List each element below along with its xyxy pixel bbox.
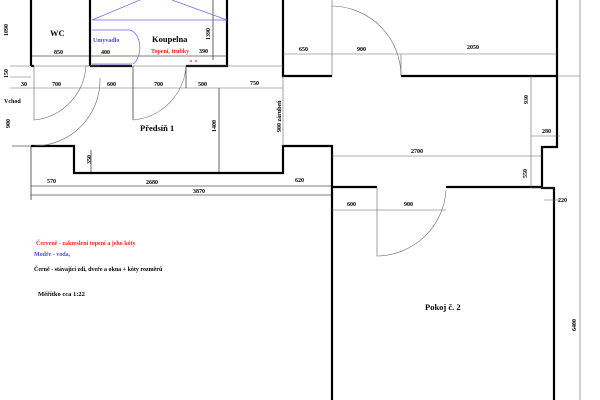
dim-label: 600 [107,82,116,88]
dim-label: 150 [4,69,10,78]
legend: Červeně - zakreslení topení a jeho kóty … [34,239,163,298]
dim-label: 500 [198,82,207,88]
room-koupelna-label: Koupelna [152,34,188,44]
dim-label: 600 [347,202,356,208]
dim-label: 2700 [411,149,423,155]
heating-pipe-marker [190,60,192,62]
dim-label: 900 [6,119,12,128]
dim-label: 570 [47,179,56,185]
dim-label: 700 [154,82,163,88]
dim-label: 2680 [146,180,158,186]
entrance-label: Vchod [4,99,21,105]
dimension-lines [10,0,581,400]
room-predsin-label: Předsíň 1 [140,123,174,133]
dim-label: 220 [558,198,567,204]
heating-pipe-marker [195,60,197,62]
doors [33,5,447,257]
dim-label: 390 [199,49,208,55]
dim-label: 550 [523,169,529,178]
dim-label: 850 [54,50,63,56]
dim-label: 930 [524,95,530,104]
legend-blue: Modře - voda, [34,252,71,258]
room-wc-label: WC [50,28,65,38]
dim-label: 700 [52,82,61,88]
walls [29,0,559,400]
dim-label: 350 [87,155,93,164]
heating-label: Topení, trubky [151,49,189,55]
dim-label: 2050 [467,45,479,51]
scale-label: Měřítko cca 1:22 [38,291,85,298]
sink-label: Umyvadlo [93,38,119,44]
dim-label: 6400 [572,319,578,331]
dim-label: 280 [542,129,551,135]
dim-label: 900 [357,47,366,53]
dimension-labels: 1090 850 400 1390 390 150 30 700 600 700… [4,24,578,331]
dim-label: 1400 [212,120,218,132]
legend-red: Červeně - zakreslení topení a jeho kóty [36,239,136,247]
dim-label: 3870 [193,189,205,195]
dim-label: 900 [404,202,413,208]
dim-label: 1090 [4,24,10,36]
room-pokoj2-label: Pokoj č. 2 [425,302,461,312]
water-lines [91,0,228,65]
dim-label: 650 [299,47,308,53]
dim-label: 400 [101,50,110,56]
dim-label: 1390 [206,28,212,40]
dim-zarubne: 900 zárubeň [277,100,283,132]
dim-label: 30 [21,82,27,88]
dim-label: 620 [295,178,304,184]
dim-label: 750 [250,81,259,87]
legend-black: Černě - stávající zdi, dveře a okna + kó… [34,265,163,273]
